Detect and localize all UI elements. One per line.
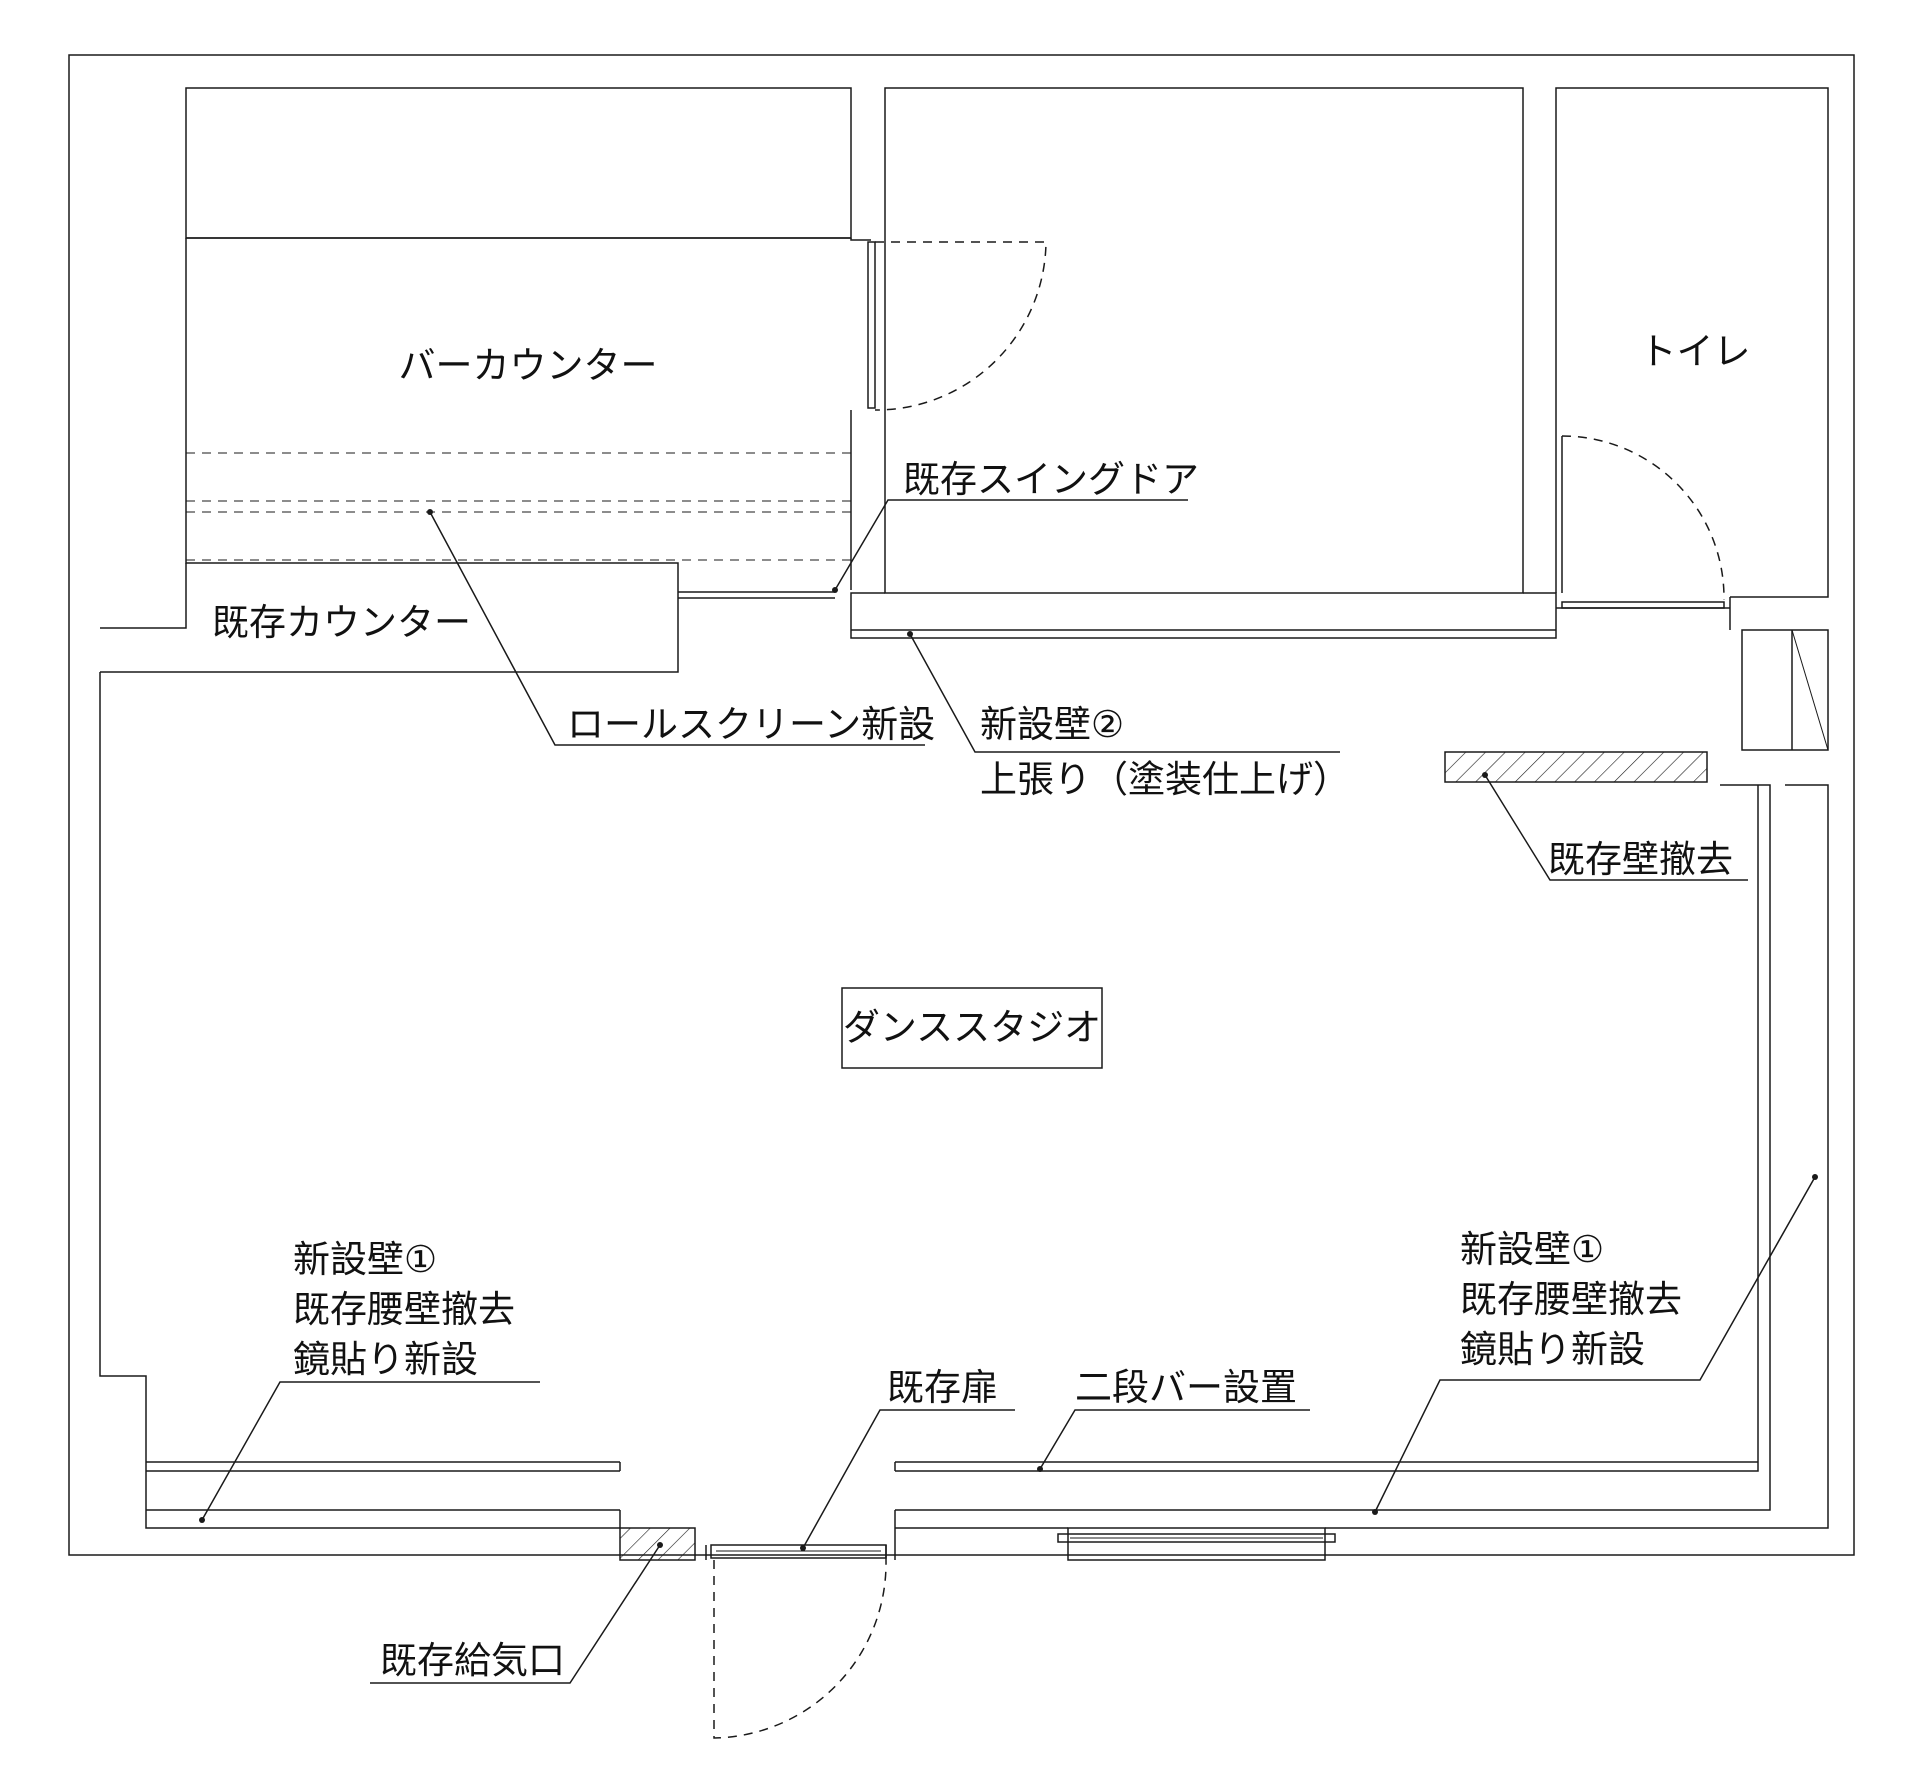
existing-entrance-door xyxy=(705,1544,887,1739)
label-new-wall-2-line1: 新設壁② xyxy=(980,703,1124,746)
room-label-bar-counter: バーカウンター xyxy=(399,344,658,387)
leader-lines xyxy=(199,499,1818,1684)
label-new-wall-1-left-line3: 鏡貼り新設 xyxy=(293,1338,478,1381)
label-new-wall-1-right-line2: 既存腰壁撤去 xyxy=(1460,1278,1682,1321)
dance-studio-label-frame xyxy=(841,987,1103,1069)
label-roll-screen-new: ロールスクリーン新設 xyxy=(567,703,935,746)
toilet-room xyxy=(1555,87,1829,630)
room-label-dance-studio: ダンススタジオ xyxy=(843,1006,1101,1049)
label-existing-counter: 既存カウンター xyxy=(212,601,471,644)
room-label-toilet: トイレ xyxy=(1640,330,1751,373)
label-new-wall-2-line2: 上張り（塗装仕上げ） xyxy=(980,758,1350,801)
label-new-wall-1-left-line2: 既存腰壁撤去 xyxy=(293,1288,515,1331)
label-existing-door: 既存扉 xyxy=(887,1366,998,1409)
label-new-wall-1-right-line1: 新設壁① xyxy=(1460,1228,1604,1271)
right-box xyxy=(1741,629,1829,751)
label-existing-wall-removal: 既存壁撤去 xyxy=(1548,838,1733,881)
outer-boundary xyxy=(68,54,1855,1556)
label-new-wall-1-left-line1: 新設壁① xyxy=(293,1238,437,1281)
existing-counter xyxy=(100,563,835,673)
middle-room xyxy=(850,87,1557,639)
label-two-step-bar: 二段バー設置 xyxy=(1075,1366,1297,1409)
label-new-wall-1-right-line3: 鏡貼り新設 xyxy=(1460,1328,1645,1371)
bottom-window xyxy=(1057,1527,1336,1561)
label-existing-air-inlet: 既存給気口 xyxy=(380,1639,565,1682)
existing-wall-removal-hatch xyxy=(1444,751,1708,783)
label-existing-swing-door: 既存スイングドア xyxy=(903,458,1199,501)
dance-studio-walls xyxy=(99,672,1829,1560)
bar-counter-room xyxy=(185,87,871,592)
existing-swing-door xyxy=(867,241,1047,411)
